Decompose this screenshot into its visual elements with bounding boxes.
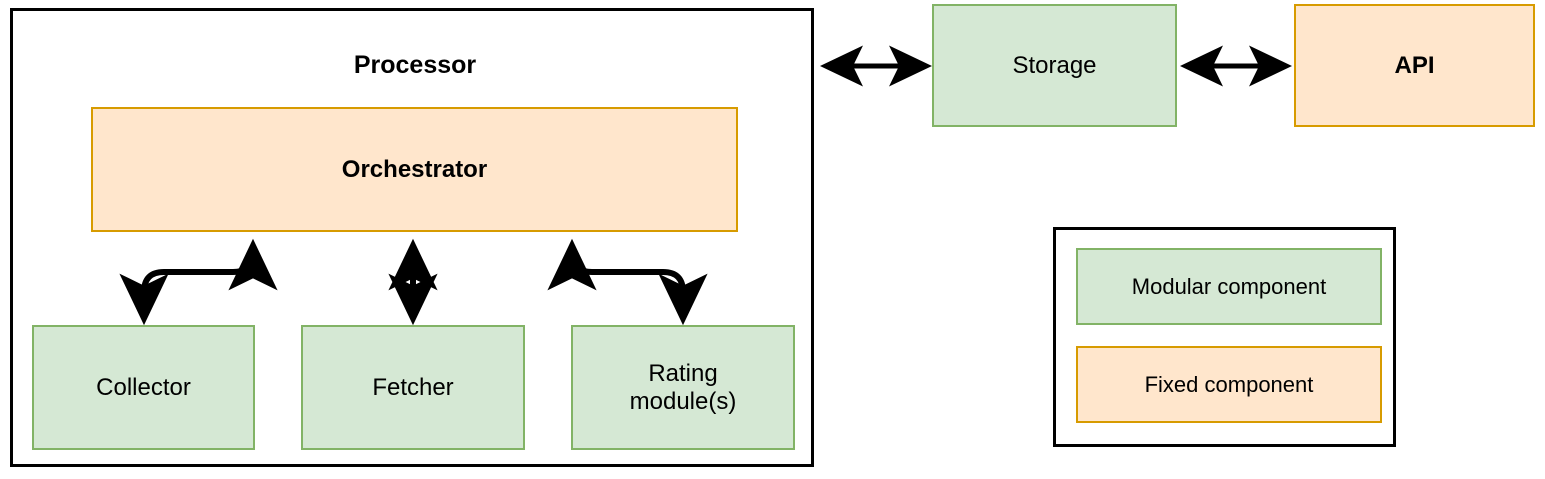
collector-label: Collector: [96, 373, 191, 401]
api-box[interactable]: API: [1294, 4, 1535, 127]
rating-module-label: Rating module(s): [629, 359, 737, 415]
api-label: API: [1394, 51, 1435, 79]
rating-module-box[interactable]: Rating module(s): [571, 325, 795, 450]
orchestrator-box[interactable]: Orchestrator: [91, 107, 738, 232]
collector-box[interactable]: Collector: [32, 325, 255, 450]
legend-container: Modular component Fixed component: [1053, 227, 1396, 447]
storage-label: Storage: [1012, 51, 1097, 79]
processor-title: Processor: [353, 51, 477, 79]
legend-fixed-label: Fixed component: [1144, 371, 1314, 397]
legend-item-modular: Modular component: [1076, 248, 1382, 325]
fetcher-box[interactable]: Fetcher: [301, 325, 525, 450]
orchestrator-label: Orchestrator: [341, 155, 488, 183]
legend-modular-label: Modular component: [1131, 273, 1327, 299]
fetcher-label: Fetcher: [372, 373, 454, 401]
legend-item-fixed: Fixed component: [1076, 346, 1382, 423]
storage-box[interactable]: Storage: [932, 4, 1177, 127]
